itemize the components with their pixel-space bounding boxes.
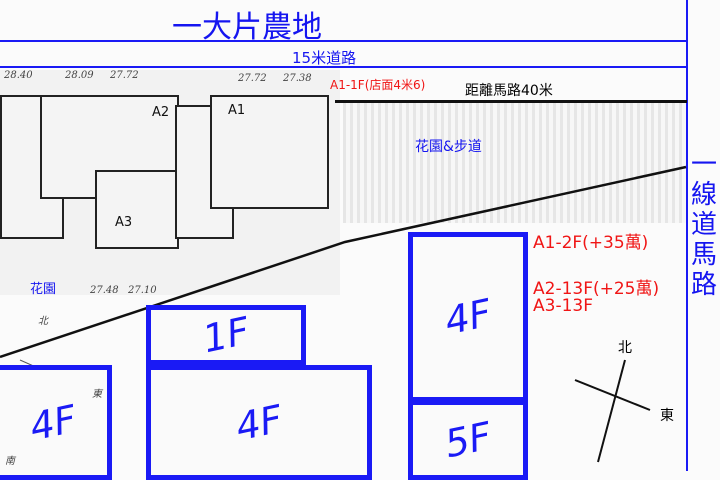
compass-east-hand: 東 [92,389,102,400]
building-label: 4F [440,290,496,344]
building-right-top: 4F [408,232,528,402]
garden-label: 花園 [30,282,57,297]
compass-line [574,379,651,411]
elevation: 27.72 [110,70,139,81]
building-label: 4F [231,396,287,449]
building-mid-big: 4F [146,365,372,480]
elevation: 28.40 [4,70,33,81]
a1-2f-note: A1-2F(+35萬) [533,233,649,253]
unit-a2: A2 [152,105,170,120]
elevation: 28.09 [65,70,94,81]
building-label: 1F [198,308,254,362]
distance-bar [335,100,687,103]
building-mid-small: 1F [146,305,306,365]
building-left: 4F [0,365,112,480]
a1-1f-note: A1-1F(店面4米6) [330,78,426,92]
unit-a1: A1 [228,103,246,118]
divider [0,40,688,42]
a2-13f-note: A2-13F(+25萬) [533,279,660,299]
distance-label: 距離馬路40米 [465,83,553,99]
boundary-line [0,165,687,359]
compass-north: 北 [618,340,632,356]
divider [0,66,688,68]
building-label: 4F [26,396,81,449]
divider [686,0,688,471]
room [95,170,179,249]
road-right-label: 一線道馬路 [691,150,718,300]
building-right-bottom: 5F [408,400,528,480]
elevation: 27.72 [238,73,267,84]
page-title: 一大片農地 [172,10,322,45]
compass-line [597,359,626,463]
elevation: 27.48 [90,285,119,296]
garden-walk-label: 花園&步道 [415,139,482,155]
a3-13f-note: A3-13F [533,296,593,316]
elevation: 27.38 [283,73,312,84]
room [210,95,329,209]
building-label: 5F [440,413,496,467]
landscape-area [343,103,686,223]
compass-north-hand: 北 [38,316,48,327]
compass-south-hand: 南 [5,456,15,467]
unit-a3: A3 [115,215,133,230]
floor-plan: A2 A1 A3 [0,70,340,295]
compass-east: 東 [660,408,674,424]
elevation: 27.10 [128,285,157,296]
road-top-label: 15米道路 [292,49,357,67]
